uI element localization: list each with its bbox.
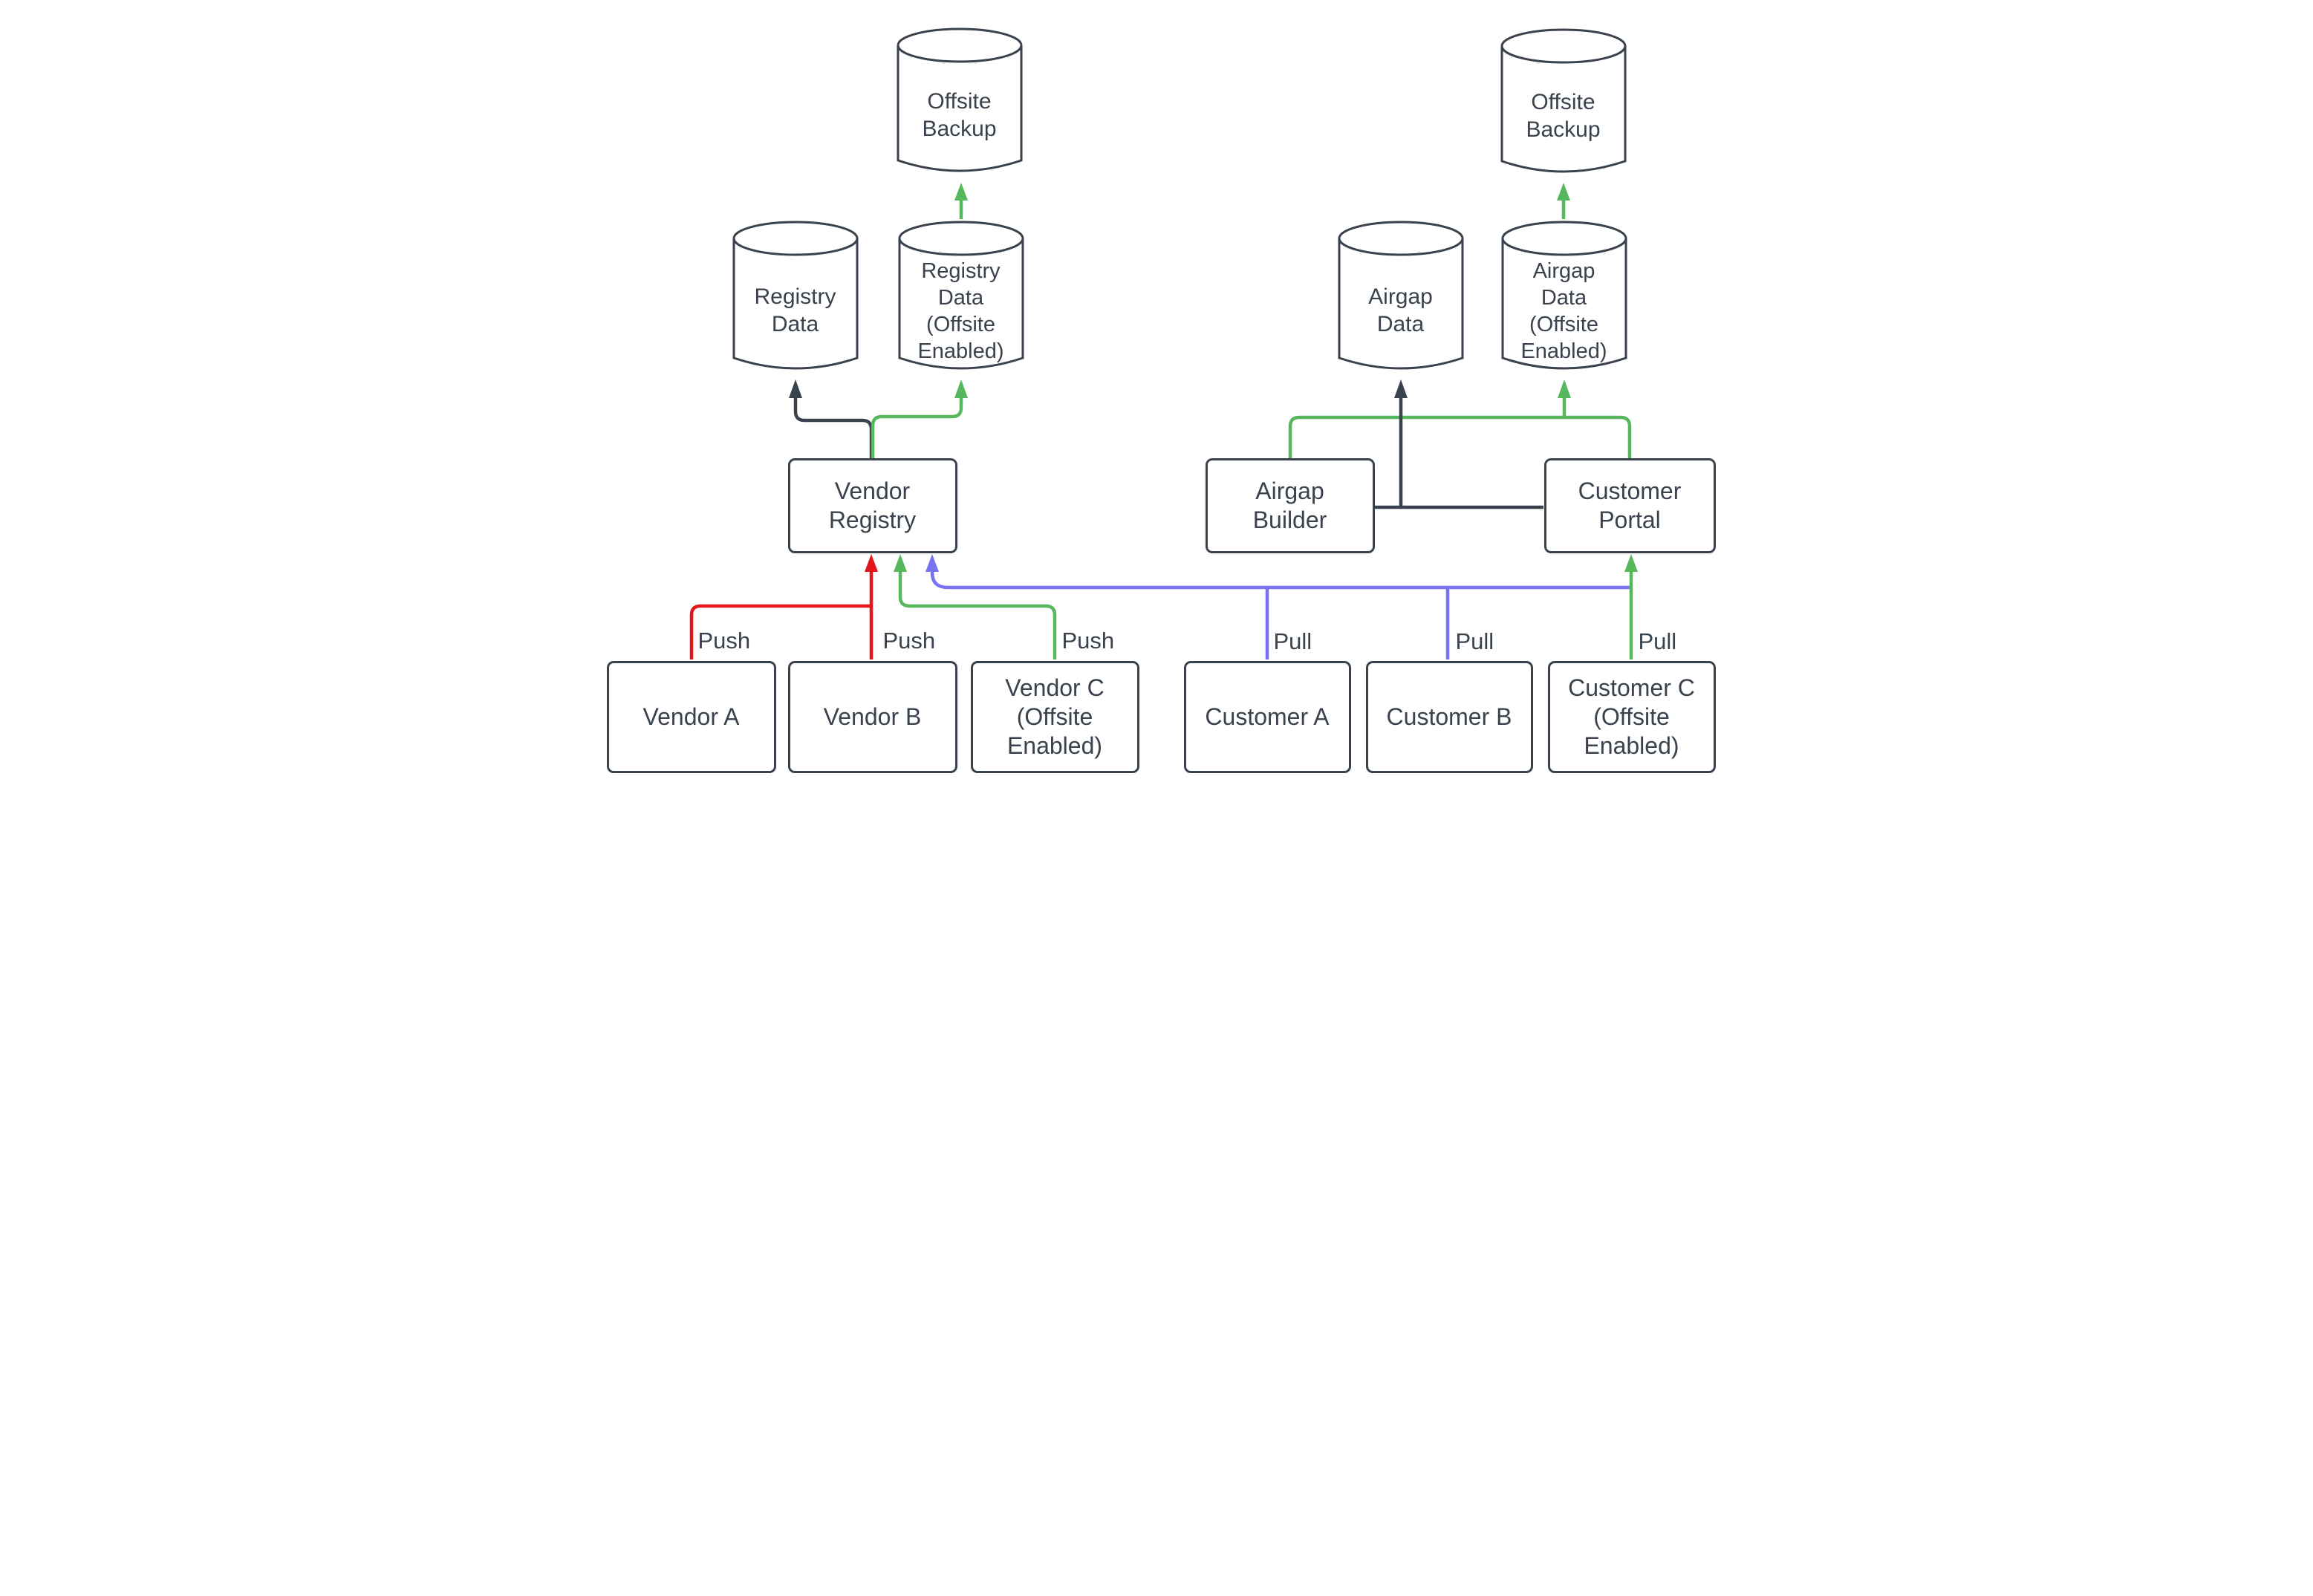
arrowhead-vendor-registry-blue [925, 554, 939, 572]
node-label: Offsite Backup [1526, 89, 1601, 142]
cylinder-shape [1500, 28, 1626, 173]
arrowhead-airgap-data [1393, 380, 1408, 398]
node-label: Airgap Builder [1252, 477, 1327, 533]
push-label-vendor-b: Push [882, 628, 936, 654]
arrowhead-customer-portal-green [1624, 554, 1638, 572]
vendor-b-box: Vendor B [787, 661, 957, 773]
node-label: Vendor C (Offsite Enabled) [1005, 674, 1105, 760]
offsite-backup-right-cylinder: Offsite Backup [1500, 27, 1627, 182]
cylinder-top [897, 27, 1022, 63]
node-label: Customer A [1205, 703, 1330, 730]
cylinder-body [1500, 46, 1626, 173]
pull-label-customer-c: Pull [1638, 628, 1677, 654]
cylinder-top [1500, 28, 1626, 64]
node-label: Vendor B [823, 703, 922, 730]
offsite-backup-left-cylinder: Offsite Backup [896, 27, 1024, 181]
arrowhead-vendor-registry-red [864, 554, 878, 572]
customer-b-box: Customer B [1365, 661, 1533, 773]
edge-green-to-registry-data-offsite [871, 398, 963, 458]
cylinder-shape [898, 221, 1024, 370]
cylinder-body [898, 238, 1024, 370]
customer-c-offsite-box: Customer C (Offsite Enabled) [1547, 661, 1716, 773]
cylinder-body [897, 45, 1022, 172]
cylinder-top [1501, 221, 1627, 256]
node-label: Airgap Data (Offsite Enabled) [1520, 259, 1607, 363]
arrowhead-offsite-backup-right [1556, 183, 1570, 201]
edge-green-builder-portal-network [1288, 415, 1631, 458]
registry-data-cylinder: Registry Data [732, 220, 859, 379]
node-label: Airgap Data [1368, 284, 1433, 336]
edge-blue-pull-main [930, 572, 1630, 590]
edge-dark-to-registry-data [793, 398, 873, 458]
cylinder-shape [1338, 221, 1463, 370]
push-label-vendor-a: Push [697, 628, 751, 654]
vendor-c-offsite-box: Vendor C (Offsite Enabled) [970, 661, 1139, 773]
node-label: Registry Data [754, 284, 836, 336]
cylinder-shape [897, 27, 1022, 172]
customer-portal-box: Customer Portal [1543, 458, 1716, 553]
node-label: Customer B [1386, 703, 1512, 730]
arrowhead-registry-data-offsite [954, 380, 968, 398]
arrowhead-offsite-backup-left [954, 183, 968, 201]
vendor-registry-box: Vendor Registry [787, 458, 957, 553]
cylinder-body [1501, 238, 1627, 370]
cylinder-top [898, 221, 1024, 256]
airgap-data-cylinder: Airgap Data [1337, 220, 1465, 379]
registry-data-offsite-cylinder: Registry Data (Offsite Enabled) [897, 220, 1025, 379]
node-label: Offsite Backup [922, 88, 997, 141]
arrowhead-vendor-registry-green [893, 554, 907, 572]
pull-label-customer-a: Pull [1273, 628, 1312, 654]
cylinder-shape [732, 221, 858, 370]
cylinder-top [732, 221, 858, 256]
cylinder-body [732, 238, 858, 370]
diagram-canvas: Offsite Backup Offsite Backup Registry D… [578, 0, 1735, 798]
cylinder-shape [1501, 221, 1627, 370]
arrowhead-registry-data [788, 380, 802, 398]
pull-label-customer-b: Pull [1455, 628, 1494, 654]
node-label: Customer Portal [1578, 477, 1682, 533]
cylinder-top [1338, 221, 1463, 256]
cylinder-body [1338, 238, 1463, 370]
airgap-data-offsite-cylinder: Airgap Data (Offsite Enabled) [1500, 220, 1628, 379]
airgap-builder-box: Airgap Builder [1205, 458, 1375, 553]
node-label: Vendor Registry [828, 477, 917, 533]
vendor-a-box: Vendor A [606, 661, 776, 773]
node-label: Customer C (Offsite Enabled) [1568, 674, 1695, 760]
node-label: Vendor A [642, 703, 740, 730]
arrowhead-airgap-data-offsite [1557, 380, 1571, 398]
customer-a-box: Customer A [1183, 661, 1351, 773]
push-label-vendor-c: Push [1061, 628, 1115, 654]
node-label: Registry Data (Offsite Enabled) [917, 259, 1004, 363]
